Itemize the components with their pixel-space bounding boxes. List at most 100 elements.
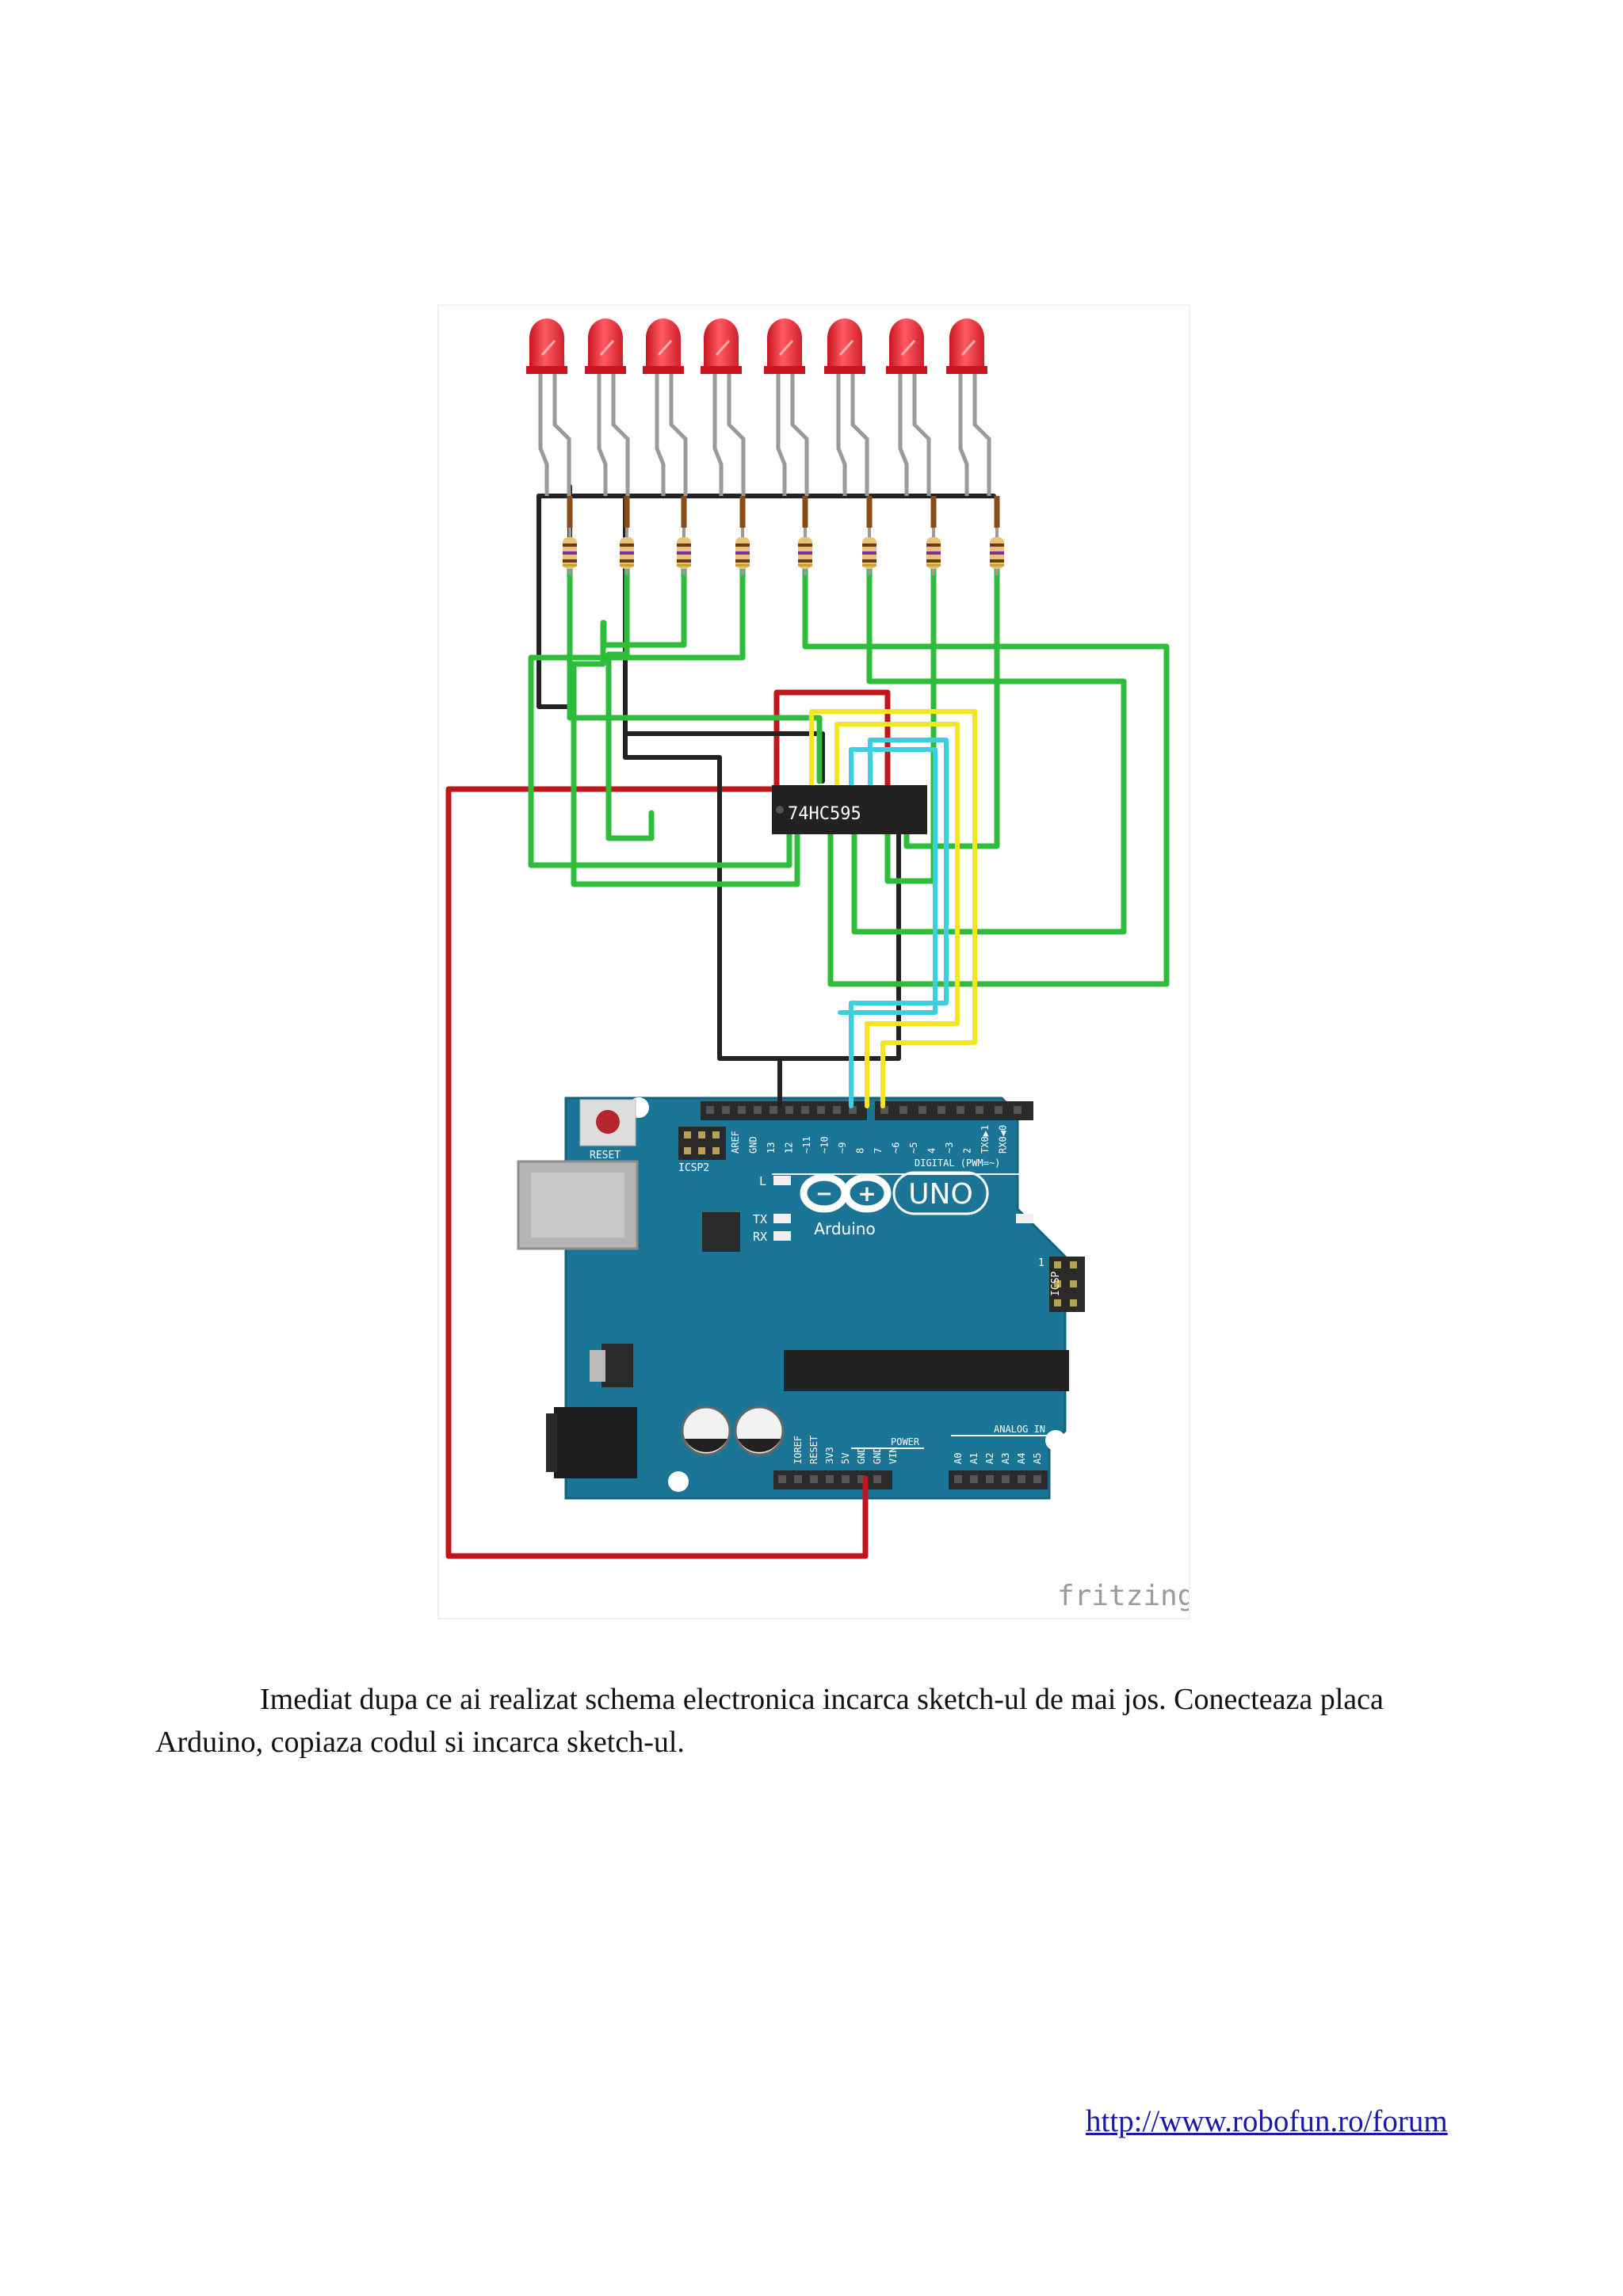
power-jack [554, 1407, 637, 1478]
resistor [620, 496, 634, 575]
pin-label: ~3 [944, 1142, 955, 1154]
reset-button[interactable] [579, 1099, 636, 1146]
pin-label: 8 [855, 1148, 866, 1154]
digital-header-right [875, 1101, 1033, 1120]
chip-notch [776, 806, 784, 814]
red-led [824, 318, 869, 496]
power-label: POWER [891, 1436, 920, 1447]
pin-label: A3 [1000, 1453, 1011, 1464]
pin-label: VIN [888, 1447, 899, 1464]
icsp2-label: ICSP2 [678, 1162, 709, 1174]
pin-label: AREF [730, 1131, 741, 1154]
l-label: L [759, 1174, 766, 1188]
paragraph-instructions: Imediat dupa ce ai realizat schema elect… [155, 1683, 1384, 1759]
resistor [563, 496, 577, 575]
resistor [735, 496, 750, 575]
analog-pin-labels: A0 A1 A2 A3 A4 A5 [953, 1453, 1043, 1464]
red-led [701, 318, 746, 496]
pin-label: A1 [968, 1453, 980, 1464]
red-led [526, 318, 571, 496]
pin-label: A0 [953, 1453, 964, 1464]
red-led [886, 318, 931, 496]
shift-register-chip: 74HC595 [772, 785, 927, 834]
pin-label: GND [872, 1447, 883, 1464]
red-led [764, 318, 809, 496]
resistor [677, 496, 691, 575]
on-led [1016, 1214, 1033, 1223]
pin-label: IOREF [792, 1436, 804, 1464]
resistor [798, 496, 812, 575]
l-led [773, 1176, 791, 1185]
capacitor-stripe [738, 1439, 781, 1452]
pin-label: ~5 [908, 1142, 919, 1154]
red-led [643, 318, 688, 496]
wire-cyan [838, 738, 949, 1108]
arduino-label: Arduino [814, 1219, 875, 1238]
rx-led [773, 1231, 791, 1241]
logo-plus: + [857, 1180, 876, 1207]
arduino-uno-board: − + UNO Arduino RESET ICSP2 ICSP 1 L TX … [517, 1097, 1085, 1500]
resistor [926, 496, 941, 575]
leds [526, 318, 991, 496]
rx-label: RX [753, 1230, 767, 1244]
pin-label: A4 [1016, 1453, 1027, 1464]
resistor [862, 496, 876, 575]
tx-led [773, 1214, 791, 1223]
voltage-regulator-tab [590, 1350, 605, 1382]
pin-label: 12 [784, 1142, 795, 1154]
pin-label: 5V [840, 1453, 851, 1464]
arduino-logo: − + UNO Arduino [800, 1171, 989, 1238]
digital-pin-labels: AREF GND 13 12 ~11 ~10 ~9 8 7 ~6 ~5 4 ~3 2 TX0▶1 RX0◀0 [730, 1125, 1009, 1154]
mounting-hole [1047, 1215, 1067, 1235]
resistor [990, 496, 1004, 575]
fritzing-watermark: fritzing [1057, 1580, 1189, 1612]
pin-label: A5 [1032, 1453, 1043, 1464]
analog-header [949, 1470, 1048, 1489]
circuit-diagram-figure: − + UNO Arduino RESET ICSP2 ICSP 1 L TX … [437, 304, 1190, 1619]
pin-label: A2 [984, 1453, 995, 1464]
pin-label: GND [748, 1136, 759, 1154]
pin-label: 7 [873, 1148, 884, 1154]
pin-label: 4 [926, 1148, 938, 1154]
mounting-hole [668, 1471, 689, 1492]
resistors [563, 496, 1004, 575]
pin-label: GND [856, 1447, 867, 1464]
voltage-regulator [601, 1344, 633, 1387]
circuit-diagram: − + UNO Arduino RESET ICSP2 ICSP 1 L TX … [445, 318, 1189, 1612]
power-pin-labels: IOREF RESET 3V3 5V GND GND VIN [792, 1436, 899, 1464]
uno-label: UNO [908, 1178, 973, 1211]
pin-label: 13 [766, 1142, 777, 1154]
red-led [585, 318, 630, 496]
on-label: ON [1038, 1212, 1052, 1226]
mounting-hole [1045, 1430, 1066, 1451]
wire-yellow [809, 709, 977, 1108]
pin-label: ~11 [801, 1136, 812, 1154]
reset-button-cap [596, 1110, 620, 1134]
pin-label: RX0◀0 [998, 1125, 1009, 1154]
pin-label: RESET [808, 1436, 819, 1464]
digital-label: DIGITAL (PWM=~) [915, 1158, 1000, 1169]
power-jack-front [546, 1413, 557, 1472]
chip-body [772, 785, 927, 834]
pin-label: 2 [962, 1148, 973, 1154]
tx-label: TX [753, 1212, 767, 1226]
pin-label: TX0▶1 [980, 1125, 991, 1154]
chip-label: 74HC595 [788, 804, 861, 824]
icsp-label: ICSP [1050, 1272, 1062, 1296]
pin-label: ~9 [837, 1142, 848, 1154]
icsp-pin-one: 1 [1038, 1257, 1044, 1269]
pin-label: ~10 [819, 1136, 831, 1154]
atmega-chip [784, 1350, 1069, 1391]
analog-label: ANALOG IN [994, 1424, 1045, 1435]
wire-red-5v [445, 689, 891, 1559]
pin-label: ~6 [891, 1142, 902, 1154]
reset-label: RESET [590, 1150, 621, 1161]
wires [445, 484, 1170, 1559]
footer-link[interactable]: http://www.robofun.ro/forum [1086, 2104, 1448, 2138]
usb-connector-inner [531, 1173, 624, 1238]
capacitor-stripe [685, 1439, 727, 1452]
red-led [946, 318, 991, 496]
usb-chip [702, 1212, 740, 1252]
logo-minus: − [815, 1182, 833, 1206]
pin-label: 3V3 [824, 1447, 835, 1464]
